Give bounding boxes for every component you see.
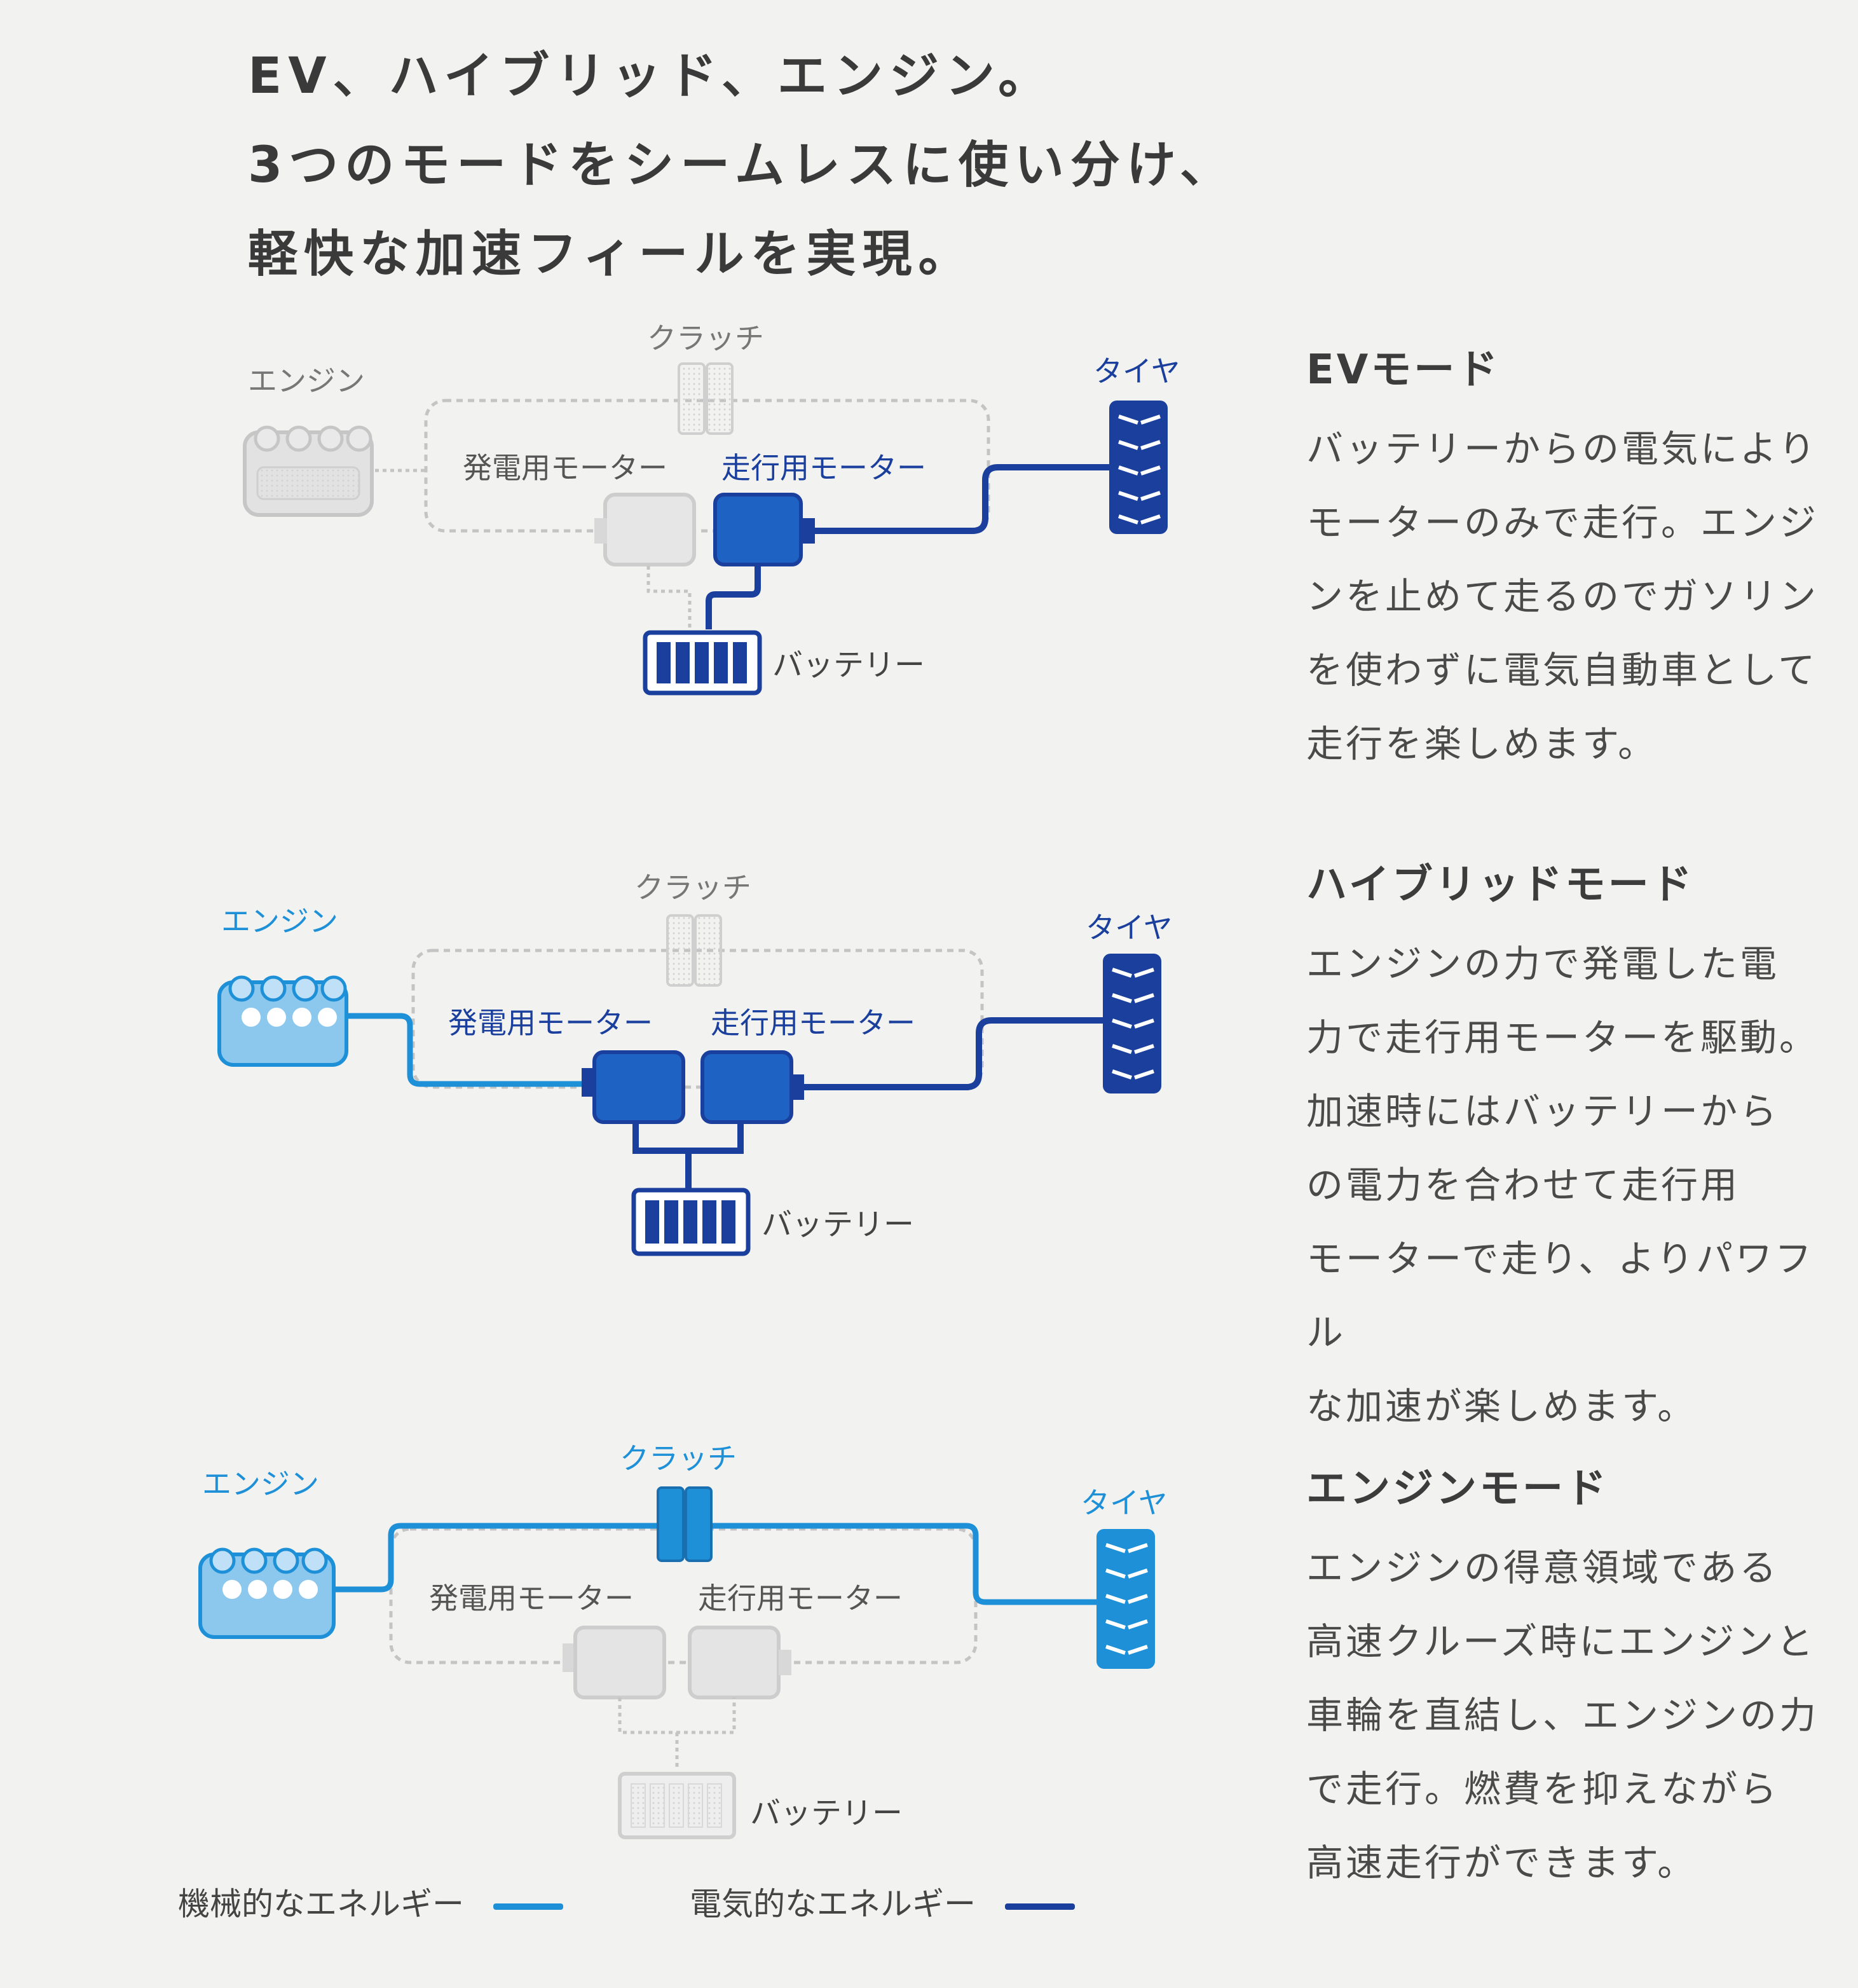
ev-mode-description: EVモード バッテリーからの電気により モーターのみで走行。エンジ ンを止めて走… xyxy=(1306,337,1840,781)
engine-mode-text: エンジンの得意領域である 高速クルーズ時にエンジンと 車輪を直結し、エンジンの力… xyxy=(1306,1531,1840,1900)
ev-electric-line-to-battery xyxy=(706,566,761,629)
hybrid-battery-icon xyxy=(631,1188,751,1256)
ev-tire-label: タイヤ xyxy=(1093,354,1180,388)
ev-mode-text-line: を使わずに電気自動車として xyxy=(1306,648,1818,692)
engine-mode-text-line: 高速クルーズ時にエンジンと xyxy=(1306,1620,1816,1663)
headline: EV、ハイブリッド、エンジン。 3つのモードをシームレスに使い分け、 軽快な加速… xyxy=(248,32,1456,299)
ev-clutch-label: クラッチ xyxy=(647,321,764,355)
hybrid-engine-icon xyxy=(217,975,348,1067)
engine-engine-label: エンジン xyxy=(202,1467,319,1501)
engine-clutch-icon xyxy=(657,1486,713,1562)
engine-drive-motor-label: 走行用モーター xyxy=(698,1581,903,1615)
engine-generator-motor-label: 発電用モーター xyxy=(429,1581,634,1615)
engine-battery-icon xyxy=(618,1772,736,1839)
hybrid-engine-label: エンジン xyxy=(221,904,338,938)
ev-engine-icon xyxy=(243,425,374,517)
ev-generator-motor-icon xyxy=(594,493,696,566)
hybrid-clutch-label: クラッチ xyxy=(634,870,751,905)
engine-battery-label: バッテリー xyxy=(750,1795,903,1831)
ev-mode-text-line: モーターのみで走行。エンジ xyxy=(1306,501,1819,544)
engine-battery-link-dotted xyxy=(618,1697,736,1771)
hybrid-generator-motor-icon xyxy=(582,1050,685,1124)
ev-electric-line-to-tire xyxy=(815,464,1109,534)
engine-mode-title: エンジンモード xyxy=(1306,1465,1609,1512)
hybrid-drive-motor-icon xyxy=(700,1050,804,1124)
ev-battery-icon xyxy=(643,630,762,696)
hybrid-mode-text-line: な加速が楽しめます。 xyxy=(1306,1385,1697,1428)
legend-electrical: 電気的なエネルギー xyxy=(690,1879,1075,1924)
hybrid-mode-text-line: 加速時にはバッテリーから xyxy=(1306,1090,1780,1133)
hybrid-drive-motor-label: 走行用モーター xyxy=(711,1006,915,1040)
ev-mode-title: EVモード xyxy=(1306,346,1501,394)
ev-mode-text-line: 走行を楽しめます。 xyxy=(1306,722,1658,765)
hybrid-mode-text-line: 力で走行用モーターを駆動。 xyxy=(1306,1016,1819,1059)
hybrid-mode-text: エンジンの力で発電した電 力で走行用モーターを駆動。 加速時にはバッテリーから … xyxy=(1306,927,1840,1443)
ev-tire-icon xyxy=(1109,401,1168,534)
legend-mechanical-swatch xyxy=(493,1903,563,1910)
engine-tire-label: タイヤ xyxy=(1081,1486,1168,1520)
hybrid-mode-description: ハイブリッドモード エンジンの力で発電した電 力で走行用モーターを駆動。 加速時… xyxy=(1306,852,1840,1443)
hybrid-electric-line-to-battery xyxy=(632,1122,744,1189)
hybrid-mechanical-line xyxy=(346,1013,582,1087)
hybrid-clutch-icon xyxy=(666,914,722,987)
hybrid-mode-title: ハイブリッドモード xyxy=(1306,861,1695,908)
ev-generator-motor-label: 発電用モーター xyxy=(463,451,667,485)
legend-electrical-label: 電気的なエネルギー xyxy=(690,1886,976,1923)
headline-line-2: 3つのモードをシームレスに使い分け、 xyxy=(248,137,1236,194)
engine-engine-icon xyxy=(198,1547,336,1639)
legend-mechanical-label: 機械的なエネルギー xyxy=(178,1886,464,1923)
hybrid-mode-text-line: モーターで走り、よりパワフル xyxy=(1306,1237,1815,1354)
engine-tire-icon xyxy=(1096,1529,1155,1669)
legend-electrical-swatch xyxy=(1004,1903,1075,1910)
ev-mode-text: バッテリーからの電気により モーターのみで走行。エンジ ンを止めて走るのでガソリ… xyxy=(1306,412,1840,781)
hybrid-mode-text-line: の電力を合わせて走行用 xyxy=(1306,1163,1740,1207)
hybrid-generator-motor-label: 発電用モーター xyxy=(448,1006,653,1040)
ev-mode-diagram: エンジン クラッチ タイヤ 発電用モーター 走行用モーター バッテリー xyxy=(243,321,1180,696)
ev-drive-motor-label: 走行用モーター xyxy=(721,451,926,485)
ev-housing-dashed xyxy=(424,399,990,533)
hybrid-tire-label: タイヤ xyxy=(1086,910,1173,945)
engine-mode-diagram: エンジン クラッチ タイヤ 発電用モーター 走行用モーター バッテリー xyxy=(198,1441,1168,1839)
ev-drive-motor-icon xyxy=(713,493,815,566)
hybrid-mode-text-line: エンジンの力で発電した電 xyxy=(1306,942,1780,985)
engine-generator-motor-icon xyxy=(563,1626,666,1699)
hybrid-battery-label: バッテリー xyxy=(762,1207,914,1242)
ev-generator-battery-dotted xyxy=(646,566,692,629)
engine-mode-description: エンジンモード エンジンの得意領域である 高速クルーズ時にエンジンと 車輪を直結… xyxy=(1306,1456,1840,1900)
headline-line-3: 軽快な加速フィールを実現。 xyxy=(248,226,974,283)
engine-mode-text-line: で走行。燃費を抑えながら xyxy=(1306,1767,1780,1811)
hybrid-mode-diagram: エンジン クラッチ タイヤ 発電用モーター 走行用モーター バッテリー xyxy=(217,870,1173,1256)
headline-line-1: EV、ハイブリッド、エンジン。 xyxy=(248,48,1055,105)
engine-mode-text-line: エンジンの得意領域である xyxy=(1306,1546,1779,1589)
hybrid-tire-icon xyxy=(1103,954,1161,1093)
engine-housing-dashed xyxy=(389,1527,978,1664)
engine-mode-text-line: 高速走行ができます。 xyxy=(1306,1841,1697,1884)
ev-clutch-icon xyxy=(678,362,734,435)
ev-engine-label: エンジン xyxy=(248,364,365,398)
engine-drive-motor-icon xyxy=(688,1626,791,1699)
ev-mode-text-line: バッテリーからの電気により xyxy=(1306,427,1818,470)
ev-mode-text-line: ンを止めて走るのでガソリン xyxy=(1306,575,1819,618)
hybrid-electric-line-to-tire xyxy=(804,1017,1103,1090)
ev-battery-label: バッテリー xyxy=(772,647,925,683)
engine-clutch-label: クラッチ xyxy=(620,1441,737,1476)
engine-mode-text-line: 車輪を直結し、エンジンの力 xyxy=(1306,1694,1819,1737)
legend-mechanical: 機械的なエネルギー xyxy=(178,1879,563,1924)
